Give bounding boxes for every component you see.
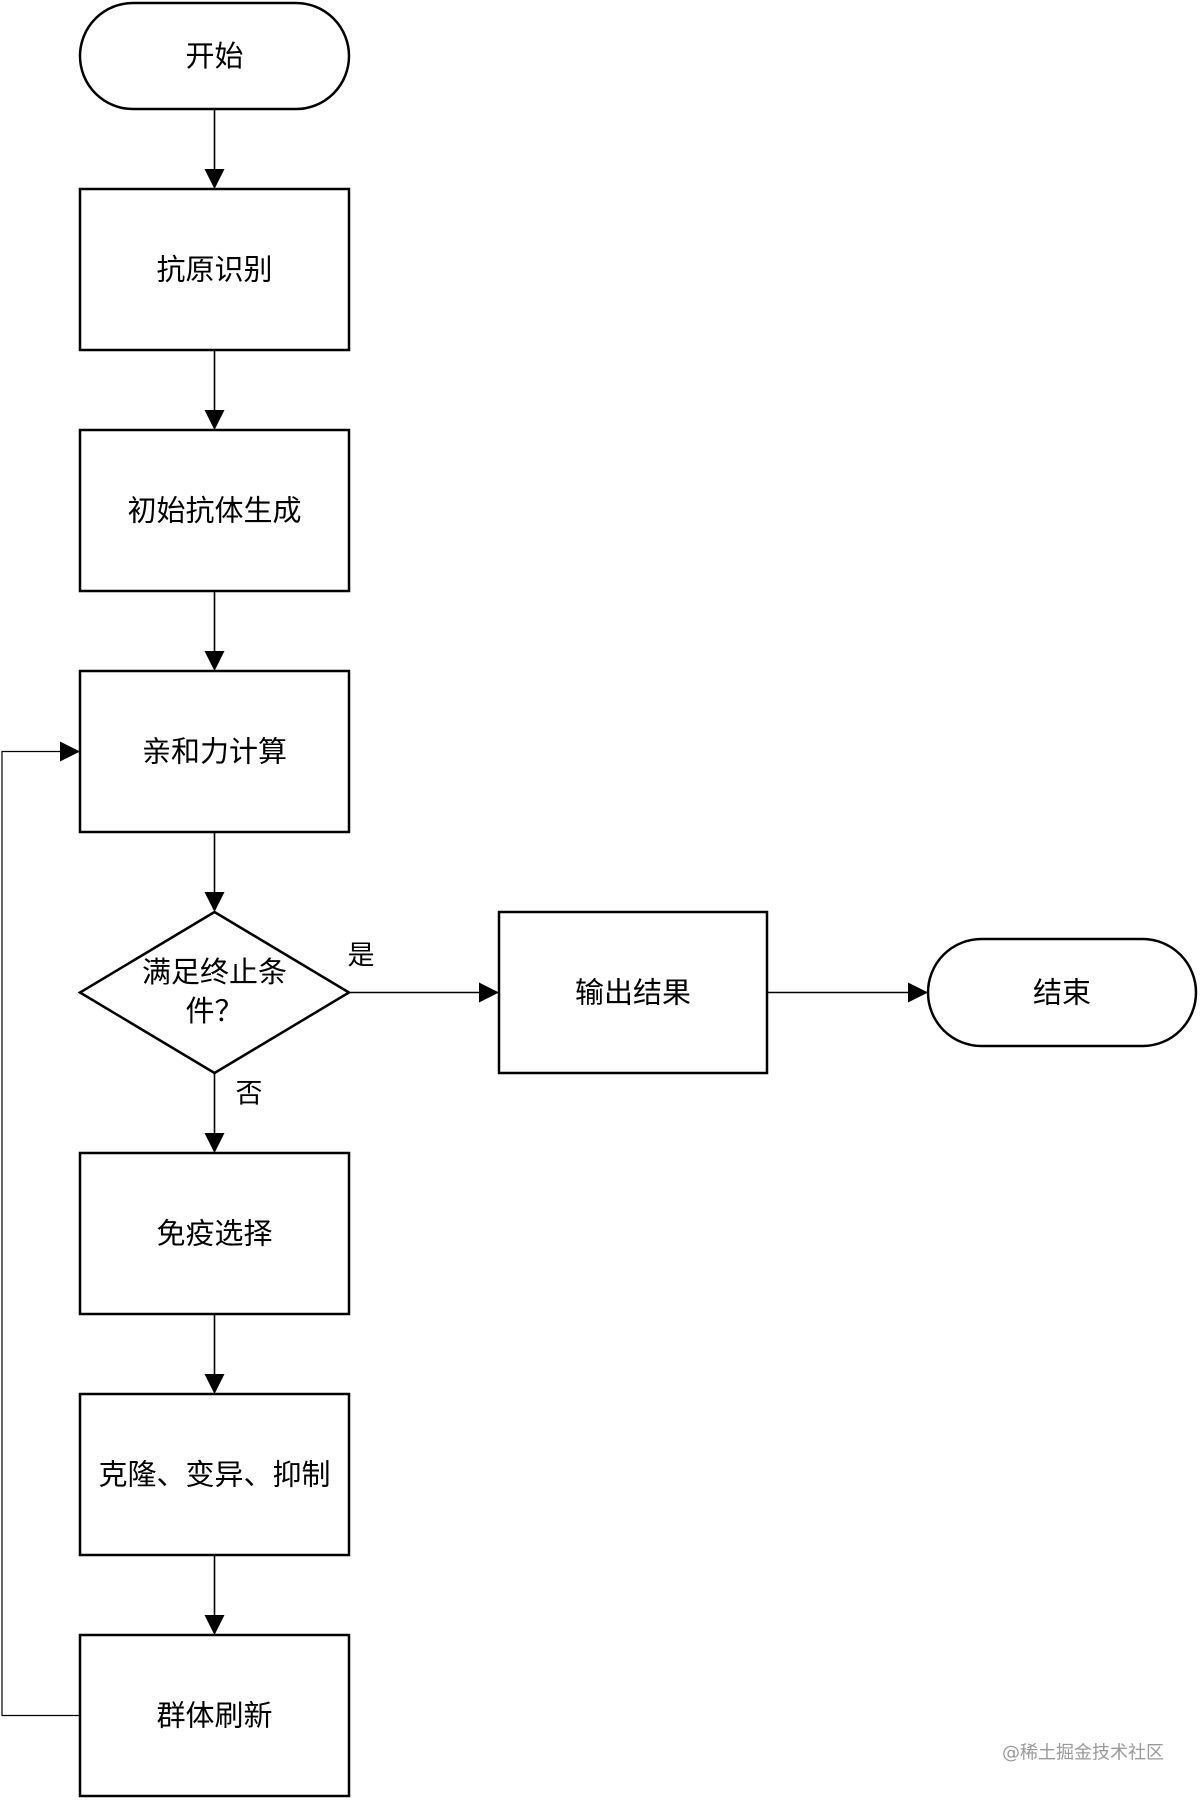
- edge-clone-to-population-update: [204, 1555, 225, 1635]
- decision-node: 满足终止条 件？: [77, 910, 352, 1075]
- edge-output-to-end: [767, 982, 928, 1003]
- end-terminator-shape: [926, 937, 1198, 1048]
- decision-diamond: [77, 910, 352, 1075]
- clone-mutate-suppress-label: 克隆、变异、抑制: [98, 1458, 330, 1492]
- yes-label: 是: [348, 941, 375, 972]
- decision-label-line-1: 满足终止条: [142, 955, 287, 989]
- arrowhead-icon: [479, 982, 499, 1003]
- clone-mutate-suppress-node: 克隆、变异、抑制: [78, 1392, 351, 1557]
- immune-selection-label: 免疫选择: [156, 1217, 272, 1251]
- decision-label-line-2: 件？: [185, 994, 243, 1028]
- edge-initial-antibody-to-affinity: [204, 591, 225, 671]
- arrowhead-icon: [204, 169, 225, 189]
- watermark-text: @稀土掘金技术社区: [1002, 1743, 1164, 1764]
- population-update-node: 群体刷新: [78, 1633, 351, 1798]
- antigen-recognition-box: [78, 187, 351, 352]
- arrowhead-icon: [908, 982, 928, 1003]
- affinity-box: [78, 669, 351, 834]
- arrowhead-icon: [204, 892, 225, 912]
- antigen-recognition-node: 抗原识别: [78, 187, 351, 352]
- initial-antibody-label: 初始抗体生成: [127, 494, 301, 528]
- start-label: 开始: [185, 39, 243, 73]
- population-update-box: [78, 1633, 351, 1798]
- start-node: 开始: [78, 1, 351, 111]
- arrowhead-icon: [204, 651, 225, 671]
- clone-mutate-suppress-box: [78, 1392, 351, 1557]
- end-node: 结束: [926, 937, 1198, 1048]
- initial-antibody-node: 初始抗体生成: [78, 428, 351, 593]
- output-node: 输出结果: [497, 910, 769, 1075]
- arrowhead-icon: [204, 1133, 225, 1153]
- antigen-recognition-label: 抗原识别: [156, 253, 272, 287]
- affinity-label: 亲和力计算: [142, 735, 287, 769]
- edge-decision-yes-to-output: 是: [348, 941, 499, 1003]
- edge-decision-no-to-immune-selection: 否: [204, 1073, 263, 1153]
- affinity-node: 亲和力计算: [78, 669, 351, 834]
- arrowhead-icon: [204, 410, 225, 430]
- loop-edge-line: [1, 750, 80, 1717]
- edge-start-to-antigen-recognition: [204, 109, 225, 189]
- no-label: 否: [236, 1079, 263, 1110]
- population-update-label: 群体刷新: [156, 1699, 272, 1733]
- edge-loop-population-update-to-affinity: [1, 741, 80, 1717]
- immune-selection-box: [78, 1151, 351, 1316]
- edge-antigen-recognition-to-initial-antibody: [204, 350, 225, 430]
- arrowhead-icon: [204, 1615, 225, 1635]
- edge-immune-selection-to-clone: [204, 1314, 225, 1394]
- arrowhead-icon: [60, 741, 80, 762]
- immune-selection-node: 免疫选择: [78, 1151, 351, 1316]
- arrowhead-icon: [204, 1374, 225, 1394]
- end-label: 结束: [1033, 976, 1091, 1010]
- output-label: 输出结果: [575, 976, 691, 1010]
- edge-affinity-to-decision: [204, 832, 225, 912]
